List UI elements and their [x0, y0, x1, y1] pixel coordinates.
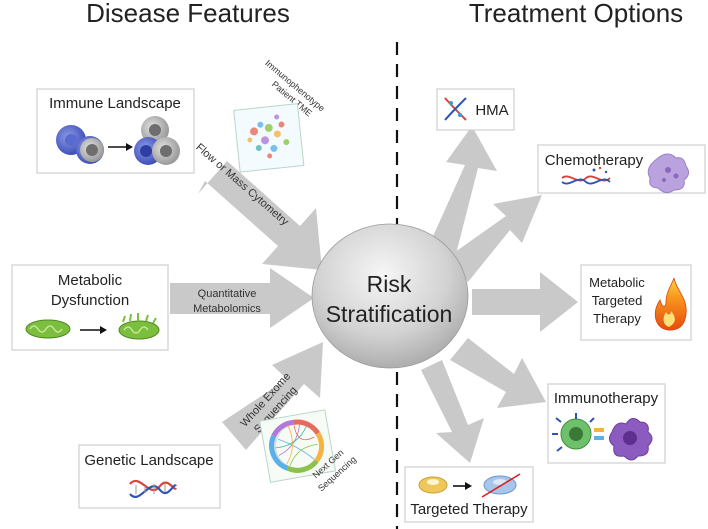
treatment-options-heading: Treatment Options — [469, 0, 683, 28]
arrow-to-hma — [430, 126, 497, 258]
dna-icon — [129, 480, 177, 498]
immune-landscape-box: Immune Landscape — [36, 88, 195, 174]
targeted-therapy-box: Targeted Therapy — [404, 466, 534, 523]
disease-features-heading: Disease Features — [86, 0, 290, 28]
antibody-icon — [594, 428, 604, 440]
genetic-landscape-label: Genetic Landscape — [84, 452, 213, 469]
hma-label: HMA — [475, 102, 508, 119]
risk-stratification-node: Risk Stratification — [311, 223, 469, 369]
metabolic-label-line1: Metabolic — [58, 272, 123, 289]
metabolic-therapy-label-line2: Targeted — [592, 293, 643, 308]
metabolomics-label-line2: Metabolomics — [193, 303, 261, 315]
tcell-icon — [552, 413, 595, 452]
dying-cell-icon — [647, 153, 690, 194]
immunotherapy-box: Immunotherapy — [547, 383, 666, 464]
metabolic-therapy-label-line1: Metabolic — [589, 275, 645, 290]
arrow-to-metabolic-therapy — [472, 272, 578, 332]
metabolic-dysfunction-box: Metabolic Dysfunction — [11, 264, 169, 351]
immunotherapy-label: Immunotherapy — [554, 390, 659, 407]
metabolomics-label-line1: Quantitative — [198, 288, 257, 300]
chemotherapy-box: Chemotherapy — [537, 144, 706, 194]
dna-methylation-icon — [444, 97, 467, 121]
mitochondria-icon — [25, 313, 160, 340]
targeted-therapy-label: Targeted Therapy — [410, 501, 528, 518]
center-label-line2: Stratification — [326, 301, 453, 327]
arrow-to-chemotherapy — [448, 195, 542, 282]
arrow-to-immunotherapy — [450, 338, 546, 408]
metabolic-therapy-label-line3: Therapy — [593, 311, 641, 326]
immunophenotype-inset: Immunophenotype Patient TME — [233, 58, 327, 173]
genetic-landscape-box: Genetic Landscape — [78, 444, 221, 509]
ngs-inset: Next Gen Sequencing — [259, 409, 358, 493]
immune-landscape-label: Immune Landscape — [49, 95, 181, 112]
arrow-metabolomics: Quantitative Metabolomics — [170, 268, 314, 328]
hma-box: HMA — [436, 88, 515, 131]
tsne-scatter-icon — [247, 114, 290, 159]
arrow-to-targeted-therapy — [421, 360, 484, 463]
protein-target-icon — [418, 473, 521, 498]
immune-cells-icon — [56, 116, 180, 165]
metabolic-therapy-box: Metabolic Targeted Therapy — [580, 264, 692, 341]
chemotherapy-label: Chemotherapy — [545, 152, 644, 169]
circos-plot-icon — [269, 419, 325, 473]
center-label-line1: Risk — [367, 271, 412, 297]
metabolic-label-line2: Dysfunction — [51, 292, 129, 309]
flame-icon — [654, 277, 687, 331]
dna-damage-icon — [561, 166, 611, 185]
cancer-cell-icon — [608, 418, 653, 461]
